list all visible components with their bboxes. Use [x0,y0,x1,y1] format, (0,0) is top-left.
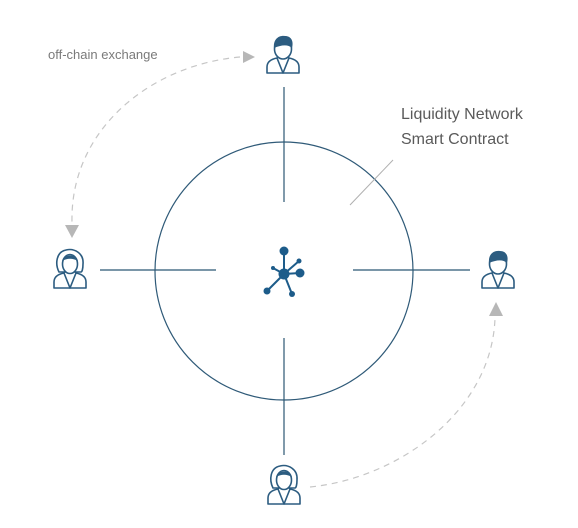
offchain-arrow-upper [71,56,241,223]
female-user-icon [267,464,301,505]
contract-callout-line [349,159,394,206]
offchain-exchange-label: off-chain exchange [48,47,158,62]
network-hub-icon [263,246,305,297]
arrowhead-right-icon [243,51,255,63]
arrowhead-down-icon [65,225,79,238]
male-user-icon [266,35,300,74]
arrowhead-up-icon [489,302,503,316]
male-user-icon [481,250,515,289]
offchain-arrow-lower [309,317,496,488]
female-user-icon [53,248,87,289]
contract-label-line1: Liquidity Network [401,106,524,123]
contract-label-line2: Smart Contract [401,131,509,148]
